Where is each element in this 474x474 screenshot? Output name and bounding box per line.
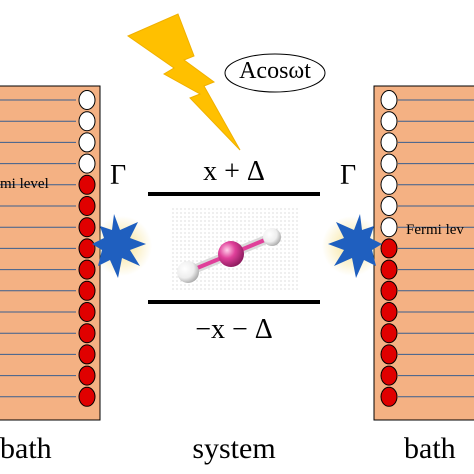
left-bath-filled-state bbox=[78, 344, 96, 365]
left-bath-states bbox=[78, 90, 96, 407]
molecule-end-atom bbox=[263, 228, 281, 246]
left-coupling-spark bbox=[92, 214, 152, 278]
right-bath-empty-state bbox=[380, 111, 398, 132]
left-bath-filled-state bbox=[78, 196, 96, 216]
right-bath-empty-state bbox=[380, 174, 398, 195]
right-bath-filled-state bbox=[380, 344, 398, 365]
right-bath bbox=[373, 85, 474, 421]
right-bath-filled-state bbox=[380, 302, 398, 322]
lower-level-label: −x − Δ bbox=[195, 314, 273, 345]
right-bath-caption: bath bbox=[404, 432, 456, 465]
left-bath-filled-state bbox=[78, 280, 96, 301]
left-bath-energy-levels bbox=[0, 99, 76, 398]
right-bath-empty-state bbox=[380, 196, 398, 216]
right-bath-states bbox=[380, 90, 398, 407]
drive-bubble bbox=[224, 53, 326, 93]
right-bath-empty-state bbox=[380, 153, 398, 174]
left-bath-empty-state bbox=[78, 132, 96, 153]
right-bath-empty-state bbox=[380, 90, 398, 110]
right-fermi-level-label: Fermi lev bbox=[406, 222, 464, 238]
right-bath-filled-state bbox=[380, 280, 398, 301]
left-bath-caption: bath bbox=[0, 432, 52, 465]
left-bath-filled-state bbox=[78, 365, 96, 386]
left-bath-filled-state bbox=[78, 259, 96, 280]
right-bath-filled-state bbox=[380, 365, 398, 386]
upper-level-label: x + Δ bbox=[203, 156, 265, 187]
right-bath-energy-levels bbox=[398, 99, 474, 398]
left-bath bbox=[0, 85, 101, 421]
right-bath-empty-state bbox=[380, 217, 398, 238]
left-bath-empty-state bbox=[78, 111, 96, 132]
left-bath-filled-state bbox=[78, 302, 96, 322]
left-fermi-level-label: mi level bbox=[0, 176, 49, 192]
left-coupling-label: Γ bbox=[110, 160, 127, 191]
drive-label: Acosωt bbox=[239, 58, 311, 84]
molecule-image bbox=[170, 206, 298, 292]
right-bath-filled-state bbox=[380, 238, 398, 259]
right-bath-filled-state bbox=[380, 259, 398, 280]
left-bath-filled-state bbox=[78, 217, 96, 238]
right-coupling-spark bbox=[322, 214, 382, 278]
right-bath-filled-state bbox=[380, 386, 398, 407]
system-caption: system bbox=[192, 432, 276, 465]
right-bath-empty-state bbox=[380, 132, 398, 153]
left-bath-empty-state bbox=[78, 153, 96, 174]
left-bath-empty-state bbox=[78, 90, 96, 110]
left-bath-filled-state bbox=[78, 174, 96, 195]
lightning-bolt-icon bbox=[126, 13, 241, 151]
molecule-center-atom bbox=[218, 241, 244, 267]
left-bath-filled-state bbox=[78, 386, 96, 407]
right-coupling-label: Γ bbox=[340, 160, 357, 191]
left-bath-filled-state bbox=[78, 323, 96, 344]
molecule-end-atom bbox=[177, 261, 199, 283]
right-bath-filled-state bbox=[380, 323, 398, 344]
